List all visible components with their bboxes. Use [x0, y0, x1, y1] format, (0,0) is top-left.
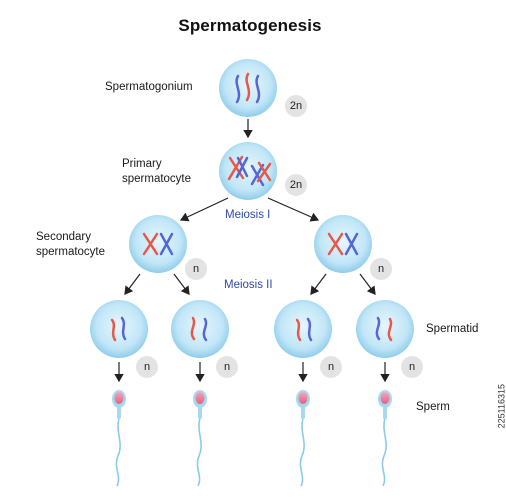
ploidy-badge-spermatid-3: n: [320, 356, 342, 378]
label-meiosis-2: Meiosis II: [224, 279, 273, 291]
spermatogonium-cell: [219, 59, 277, 117]
arrow-secondary-right-to-spermatid-3: [310, 273, 327, 295]
spermatid-cell-1: [90, 300, 148, 358]
secondary-spermatocyte-cell-right: [314, 215, 372, 273]
label-primary-line1: Primary: [122, 158, 162, 170]
spermatid-cell-2: [171, 300, 229, 358]
arrow-secondary-right-to-spermatid-4: [359, 273, 376, 295]
primary-spermatocyte-cell: [219, 142, 277, 200]
label-primary-line2: spermatocyte: [122, 173, 192, 185]
arrow-secondary-left-to-spermatid-1: [124, 273, 141, 295]
sperm-cell-2: [193, 390, 207, 487]
ploidy-badge-spermatid-1: n: [136, 356, 158, 378]
ploidy-badge-secondary-left: n: [185, 258, 207, 280]
label-sperm: Sperm: [416, 401, 450, 413]
arrow-secondary-left-to-spermatid-2: [173, 273, 190, 295]
sperm-cell-1: [112, 390, 126, 487]
secondary-spermatocyte-cell-left: [129, 215, 187, 273]
spermatid-cell-3: [274, 300, 332, 358]
ploidy-badge-spermatid-2: n: [216, 356, 238, 378]
sperm-cell-4: [378, 390, 392, 487]
arrow-primary-to-secondary-right: [267, 197, 320, 222]
spermatid-cell-4: [356, 300, 414, 358]
arrows: [114, 119, 390, 383]
ploidy-badge-spermatid-4: n: [401, 356, 423, 378]
ploidy-badge-secondary-right: n: [370, 258, 392, 280]
diagram-title: Spermatogenesis: [178, 16, 322, 35]
ploidy-badge-primary: 2n: [285, 174, 307, 196]
label-spermatogonium: Spermatogonium: [105, 81, 193, 93]
label-secondary-line2: spermatocyte: [36, 246, 106, 258]
ploidy-badge-spermatogonium: 2n: [285, 95, 307, 117]
sperm-cell-3: [296, 390, 310, 487]
label-meiosis-1: Meiosis I: [225, 209, 271, 221]
label-secondary-line1: Secondary: [36, 231, 91, 243]
arrow-primary-to-secondary-left: [179, 197, 229, 222]
label-spermatid: Spermatid: [426, 323, 479, 335]
side-image-id: 225116315: [496, 384, 506, 429]
